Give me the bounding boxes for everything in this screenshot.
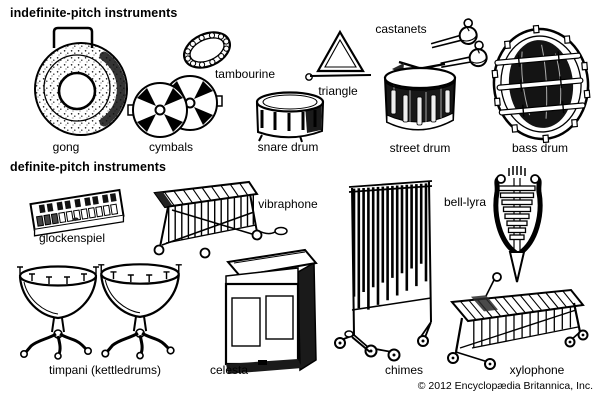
cymbals-illustration xyxy=(127,75,223,138)
label-gong: gong xyxy=(52,140,80,154)
snare-drum-illustration xyxy=(255,91,325,143)
label-triangle: triangle xyxy=(318,84,358,98)
glockenspiel-illustration xyxy=(29,188,125,237)
label-timpani: timpani (kettledrums) xyxy=(48,363,162,377)
street-drum-illustration xyxy=(383,60,457,131)
label-chimes: chimes xyxy=(384,363,424,377)
label-xylophone: xylophone xyxy=(509,363,565,377)
label-bass-drum: bass drum xyxy=(511,141,569,155)
section-title-definite-pitch: definite-pitch instruments xyxy=(10,160,167,174)
bass-drum-illustration xyxy=(491,24,591,144)
label-bell-lyra: bell-lyra xyxy=(443,195,487,209)
label-street-drum: street drum xyxy=(389,141,451,155)
label-castanets: castanets xyxy=(375,22,427,36)
label-cymbals: cymbals xyxy=(148,140,194,154)
triangle-illustration xyxy=(305,29,372,81)
gong-illustration xyxy=(34,26,128,136)
label-celesta: celesta xyxy=(209,363,249,377)
copyright-notice: © 2012 Encyclopædia Britannica, Inc. xyxy=(417,380,593,392)
label-glockenspiel: glockenspiel xyxy=(38,231,106,245)
chimes-illustration xyxy=(334,180,433,362)
vibraphone-illustration xyxy=(153,180,288,259)
xylophone-illustration xyxy=(447,272,589,370)
section-title-indefinite-pitch: indefinite-pitch instruments xyxy=(10,6,178,20)
label-snare-drum: snare drum xyxy=(257,140,319,154)
bell-lyra-illustration xyxy=(493,166,543,283)
celesta-illustration xyxy=(224,248,318,374)
label-tambourine: tambourine xyxy=(214,67,276,81)
tambourine-illustration xyxy=(183,31,231,69)
timpani-illustration xyxy=(15,262,184,361)
label-vibraphone: vibraphone xyxy=(258,197,318,211)
